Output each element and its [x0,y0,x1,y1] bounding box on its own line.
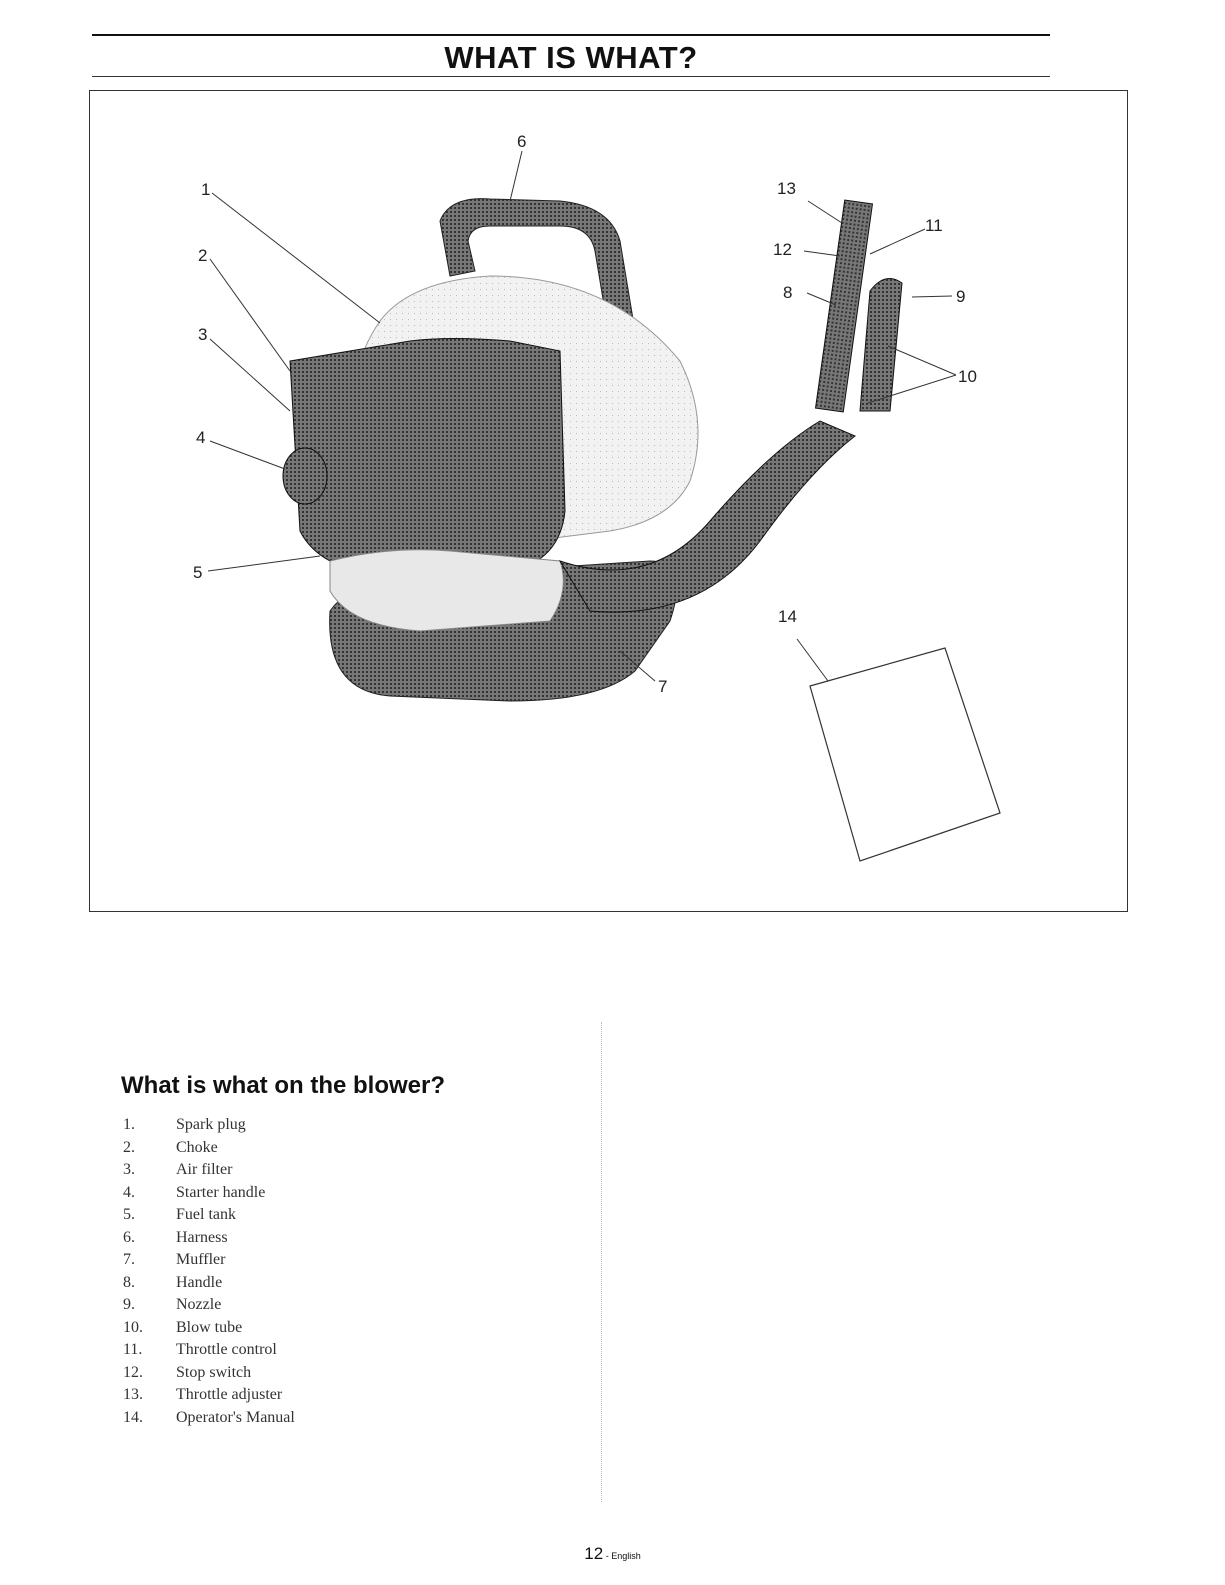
list-item: 4.Starter handle [123,1182,295,1205]
callout-14: 14 [778,607,797,626]
blower-figure: 1 2 3 4 5 6 7 8 9 10 11 12 13 14 [89,90,1128,912]
list-item: 8.Handle [123,1272,295,1295]
list-item: 1.Spark plug [123,1114,295,1137]
callout-3: 3 [198,325,207,344]
callout-2: 2 [198,246,207,265]
list-item: 14.Operator's Manual [123,1407,295,1430]
section-heading: What is what on the blower? [121,1072,445,1100]
starter-handle-shape [283,448,327,504]
page-title: WHAT IS WHAT? [92,40,1050,76]
callout-10: 10 [958,367,977,386]
callout-5: 5 [193,563,202,582]
list-item: 5.Fuel tank [123,1204,295,1227]
engine-block [290,339,565,577]
callout-12: 12 [773,240,792,259]
page-footer: 12 - English [0,1544,1225,1564]
title-underline [92,76,1050,77]
parts-list: 1.Spark plug 2.Choke 3.Air filter 4.Star… [123,1114,295,1429]
footer-separator: - [603,1551,611,1561]
list-item: 13.Throttle adjuster [123,1384,295,1407]
list-item: 3.Air filter [123,1159,295,1182]
list-item: 9.Nozzle [123,1294,295,1317]
callout-8: 8 [783,283,792,302]
list-item: 6.Harness [123,1227,295,1250]
footer-language: English [611,1551,641,1561]
callout-1: 1 [201,180,210,199]
list-item: 12.Stop switch [123,1362,295,1385]
top-rule [92,34,1050,36]
fuel-tank-shape [330,550,563,631]
list-item: 10.Blow tube [123,1317,295,1340]
blower-illustration: 1 2 3 4 5 6 7 8 9 10 11 12 13 14 [90,91,1126,910]
callout-6: 6 [517,132,526,151]
callout-13: 13 [777,179,796,198]
callout-11: 11 [925,216,943,235]
page-number: 12 [584,1544,603,1563]
callout-4: 4 [196,428,205,447]
nozzle-shape [860,279,902,412]
operators-manual-shape [810,648,1000,861]
callout-7: 7 [658,677,667,696]
callout-9: 9 [956,287,965,306]
column-divider [601,1022,602,1502]
list-item: 2.Choke [123,1137,295,1160]
list-item: 11.Throttle control [123,1339,295,1362]
list-item: 7.Muffler [123,1249,295,1272]
